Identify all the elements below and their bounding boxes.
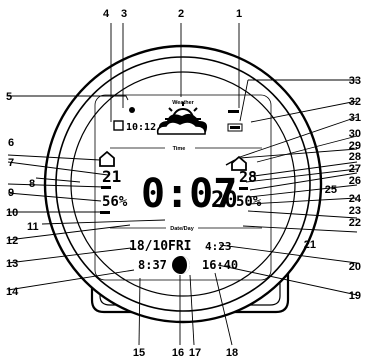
indoor-temp: 21 xyxy=(102,167,121,186)
housing-rings xyxy=(43,44,323,324)
forecast-time-group: 10:12 xyxy=(113,107,156,133)
callout-20: 20 xyxy=(349,261,361,273)
callout-19: 19 xyxy=(349,290,361,302)
callout-13: 13 xyxy=(6,258,18,270)
callout-11: 11 xyxy=(27,221,39,233)
day-value: FRI xyxy=(168,239,191,254)
lcd-panel xyxy=(94,94,272,281)
callout-18: 18 xyxy=(226,347,238,359)
moon-phase-icon xyxy=(172,256,190,274)
time-seconds: 20 xyxy=(211,188,238,213)
date-value: 18/10 xyxy=(129,239,168,254)
callout-26: 26 xyxy=(349,175,361,187)
outdoor-bar-icon xyxy=(239,187,248,190)
callout-7: 7 xyxy=(8,157,14,169)
indoor-humidity: 56% xyxy=(102,194,128,210)
callout-21: 21 xyxy=(304,239,316,251)
battery-signal-indicator xyxy=(227,110,243,132)
callout-4: 4 xyxy=(103,8,110,20)
callout-15: 15 xyxy=(133,347,145,359)
weather-label: Weather xyxy=(172,100,194,106)
callout-33: 33 xyxy=(349,75,361,87)
moonset-time: 4:23 xyxy=(205,240,232,253)
callout-27: 27 xyxy=(349,163,361,175)
callout-23: 23 xyxy=(349,205,361,217)
time-label: Time xyxy=(173,146,186,152)
callout-10: 10 xyxy=(6,207,18,219)
callout-31: 31 xyxy=(349,112,361,124)
callout-32: 32 xyxy=(349,96,361,108)
callout-25: 25 xyxy=(325,184,337,196)
clock-icon xyxy=(113,120,124,131)
outdoor-section: 28 50% xyxy=(225,155,262,210)
callout-12: 12 xyxy=(6,235,18,247)
dot-indicator-icon xyxy=(129,107,135,113)
weather-forecast-icon xyxy=(156,102,208,135)
callout-5: 5 xyxy=(6,91,12,103)
callout-2: 2 xyxy=(178,8,184,20)
main-time: 0:07 xyxy=(141,171,237,217)
callout-30: 30 xyxy=(349,128,361,140)
callout-3: 3 xyxy=(121,8,127,20)
home-icon xyxy=(99,150,115,167)
indoor-section: 21 56% xyxy=(99,150,128,214)
callout-14: 14 xyxy=(6,286,19,298)
callout-leader-lines xyxy=(7,23,358,346)
callout-17: 17 xyxy=(189,347,201,359)
callout-29: 29 xyxy=(349,140,361,152)
callout-22: 22 xyxy=(349,217,361,229)
callout-16: 16 xyxy=(172,347,184,359)
outdoor-humidity: 50% xyxy=(236,194,262,210)
callout-1: 1 xyxy=(236,8,242,20)
outdoor-temp: 28 xyxy=(239,168,257,186)
forecast-time: 10:12 xyxy=(126,122,156,133)
indoor-humidity-bar-icon xyxy=(100,211,110,214)
moon-crescent xyxy=(181,256,190,274)
callout-6: 6 xyxy=(8,137,14,149)
sunrise-time: 8:37 xyxy=(138,258,167,272)
callout-28: 28 xyxy=(349,151,361,163)
date-day-label: Date/Day xyxy=(170,226,194,232)
callout-numbers: 1 2 3 4 5 6 7 8 9 10 11 12 13 14 15 16 1… xyxy=(6,8,362,359)
callout-24: 24 xyxy=(349,193,362,205)
callout-9: 9 xyxy=(8,187,14,199)
callout-8: 8 xyxy=(29,178,35,190)
indoor-bar-icon xyxy=(101,186,111,189)
